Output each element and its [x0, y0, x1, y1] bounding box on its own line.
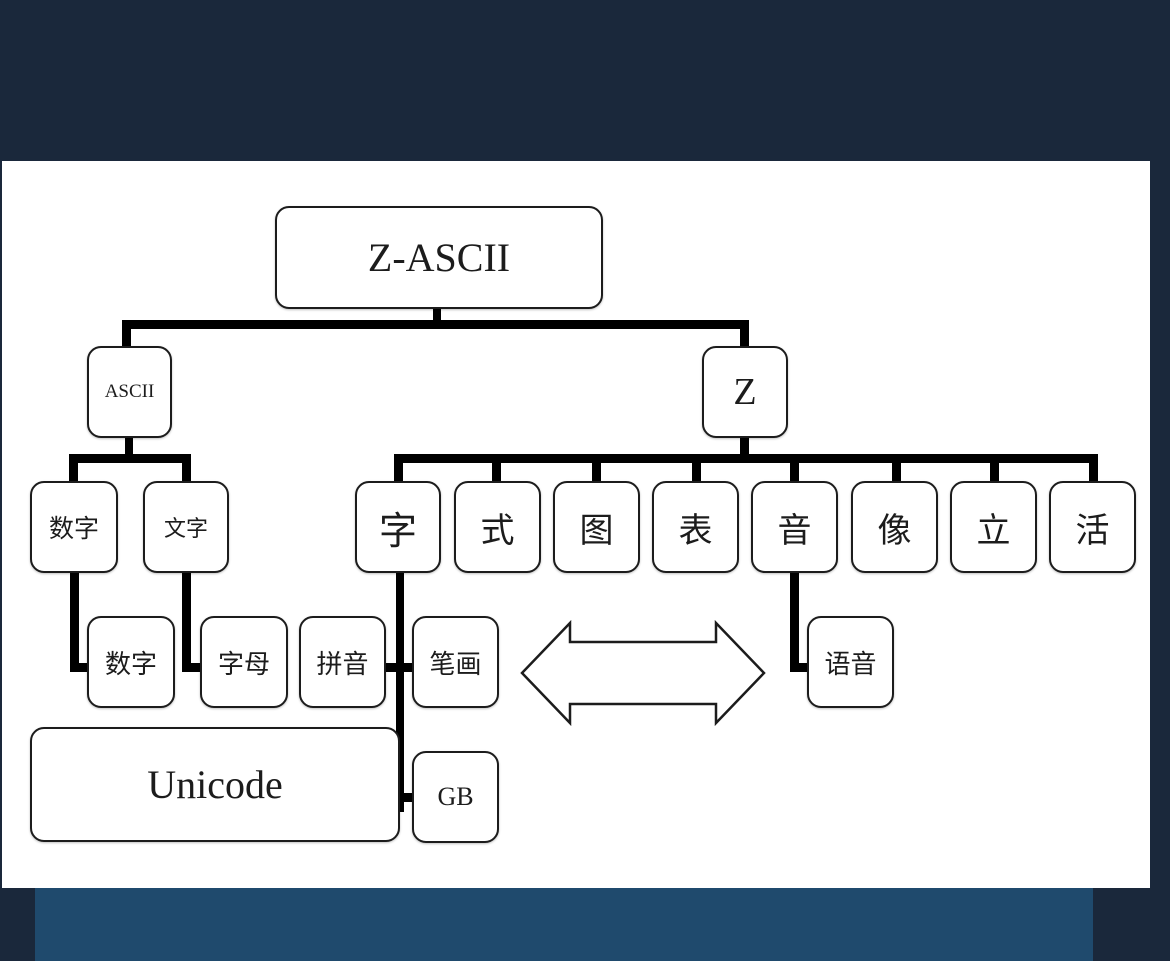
node-gb: GB: [412, 751, 499, 843]
node-yuyin: 语音: [807, 616, 894, 708]
node-zimu: 字母: [200, 616, 288, 708]
node-pinyin: 拼音: [299, 616, 386, 708]
connector-pinyin-bihua: [384, 663, 414, 672]
node-wenzi: 文字: [143, 481, 229, 573]
connector-level1-bus: [122, 320, 749, 329]
connector-yin-leaf-h: [790, 663, 808, 672]
connector-wenzi-drop: [182, 454, 191, 482]
connector-zi-trunk: [396, 572, 404, 812]
connector-biao-drop: [692, 454, 701, 482]
connector-wenzi-leaf-v: [182, 572, 191, 672]
connector-shi-drop: [492, 454, 501, 482]
node-bihua: 笔画: [412, 616, 499, 708]
connector-ascii-drop: [122, 320, 131, 349]
node-shi: 式: [454, 481, 541, 573]
bottom-panel: [35, 888, 1093, 961]
connector-shuzi-drop: [69, 454, 78, 482]
double-arrow-icon: [520, 619, 766, 727]
diagram-canvas: Z-ASCII ASCII Z 数字 文字 字 式 图 表 音 像 立 活 数字…: [2, 161, 1150, 888]
connector-ascii-stem: [125, 436, 133, 456]
node-shuzi-leaf: 数字: [87, 616, 175, 708]
node-zi: 字: [355, 481, 441, 573]
connector-zi-drop: [394, 454, 403, 482]
connector-yin-drop: [790, 454, 799, 482]
node-yin: 音: [751, 481, 838, 573]
connector-ascii-bus: [69, 454, 191, 463]
node-biao: 表: [652, 481, 739, 573]
node-ascii: ASCII: [87, 346, 172, 438]
node-z: Z: [702, 346, 788, 438]
connector-lines: [69, 308, 1098, 812]
node-huo: 活: [1049, 481, 1136, 573]
connector-root-stem: [433, 308, 441, 326]
connector-huo-drop: [1089, 454, 1098, 482]
connector-z-stem: [740, 436, 749, 456]
node-unicode: Unicode: [30, 727, 400, 842]
connector-tu-drop: [592, 454, 601, 482]
connector-z-drop: [740, 320, 749, 349]
node-tu: 图: [553, 481, 640, 573]
node-root: Z-ASCII: [275, 206, 603, 309]
connector-yin-leaf-v: [790, 572, 799, 672]
connector-unicode-gb: [396, 793, 414, 802]
connector-li-drop: [990, 454, 999, 482]
connector-xiang-drop: [892, 454, 901, 482]
connector-shuzi-leaf-v: [70, 572, 79, 672]
node-shuzi: 数字: [30, 481, 118, 573]
connector-shuzi-leaf-h: [70, 663, 90, 672]
node-li: 立: [950, 481, 1037, 573]
node-xiang: 像: [851, 481, 938, 573]
connector-z-bus: [394, 454, 1098, 463]
connector-wenzi-leaf-h: [182, 663, 202, 672]
